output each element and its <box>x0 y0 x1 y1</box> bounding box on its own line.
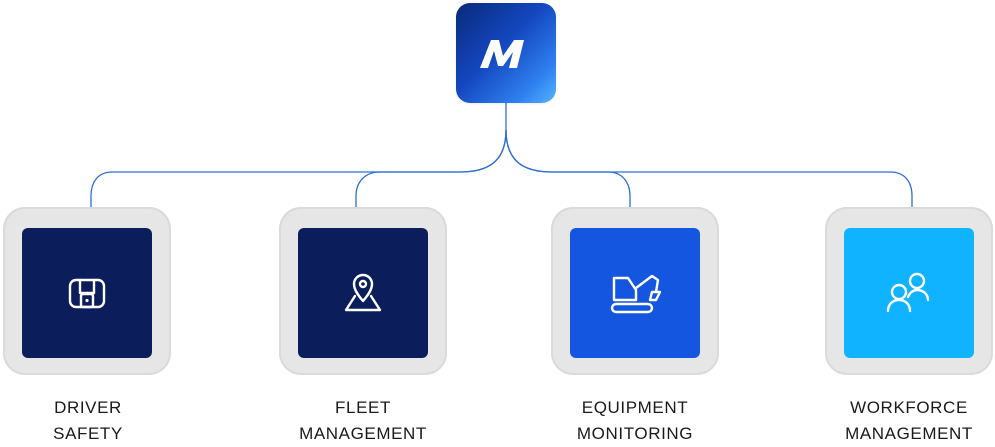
label-workforce-management: WORKFORCE MANAGEMENT <box>809 395 995 447</box>
connector-workforce-management <box>505 129 913 209</box>
label-fleet-management: FLEET MANAGEMENT <box>263 395 463 447</box>
label-line-2: MONITORING <box>576 424 694 443</box>
label-line-1: DRIVER <box>54 398 122 417</box>
tile-equipment-monitoring <box>570 228 700 358</box>
node-fleet-management <box>279 207 447 375</box>
label-line-2: MANAGEMENT <box>845 424 973 443</box>
node-equipment-monitoring <box>551 207 719 375</box>
node-workforce-management <box>825 207 993 375</box>
label-line-1: EQUIPMENT <box>581 398 689 417</box>
connector-equipment-monitoring <box>505 129 631 209</box>
tile-fleet-management <box>298 228 428 358</box>
label-line-1: FLEET <box>335 398 391 417</box>
dashcam-icon <box>68 278 106 309</box>
label-line-1: WORKFORCE <box>850 398 968 417</box>
tile-workforce-management <box>844 228 974 358</box>
label-line-2: MANAGEMENT <box>299 424 427 443</box>
root-logo-node <box>456 3 556 103</box>
excavator-icon <box>610 274 662 314</box>
tile-driver-safety <box>22 228 152 358</box>
brand-logo-icon <box>480 40 524 68</box>
label-equipment-monitoring: EQUIPMENT MONITORING <box>535 395 735 447</box>
connector-driver-safety <box>90 129 507 209</box>
label-driver-safety: DRIVER SAFETY <box>0 395 188 447</box>
node-driver-safety <box>3 207 171 375</box>
people-icon <box>886 272 930 313</box>
connector-fleet-management <box>355 129 507 209</box>
map-pin-icon <box>344 273 382 312</box>
label-line-2: SAFETY <box>53 424 123 443</box>
